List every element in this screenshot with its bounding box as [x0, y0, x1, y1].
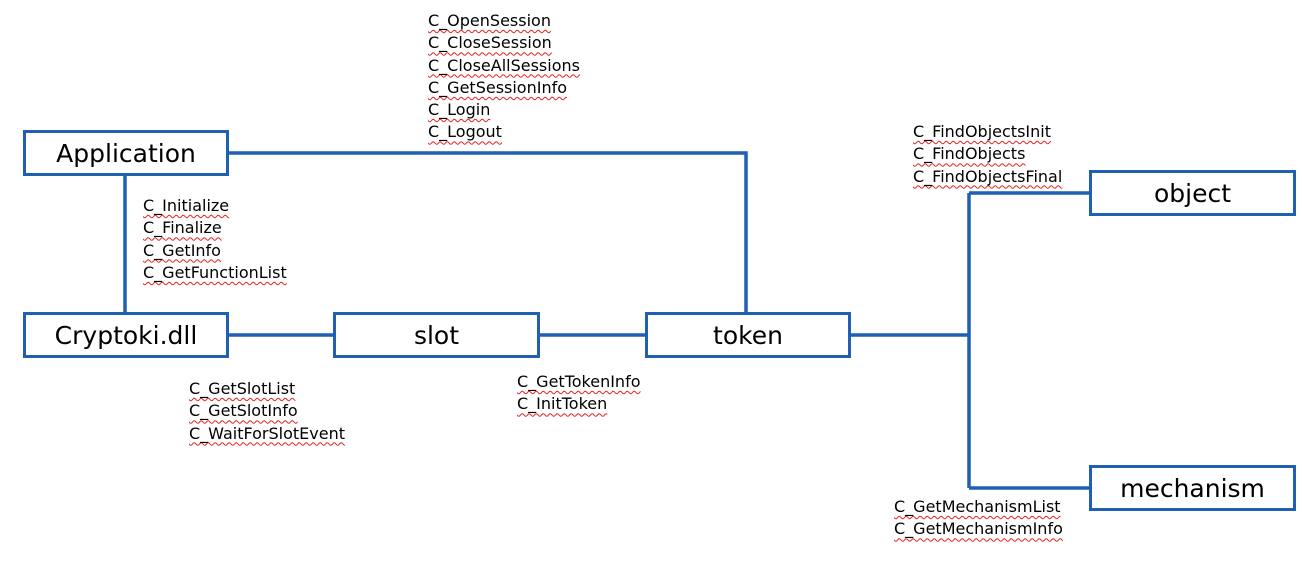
slot-node: slot [333, 312, 540, 358]
token-node: token [645, 312, 851, 358]
mechanism-node: mechanism [1089, 465, 1296, 511]
function-label: C_FindObjectsFinal [913, 166, 1063, 186]
slot-function-list: C_GetSlotList C_GetSlotInfo C_WaitForSlo… [189, 378, 345, 445]
object-node: object [1089, 170, 1296, 216]
function-label: C_GetSessionInfo [428, 77, 568, 97]
function-label: C_Finalize [143, 218, 222, 238]
function-label: C_OpenSession [428, 11, 551, 30]
function-label: C_CloseSession [428, 33, 552, 53]
function-label: C_GetTokenInfo [517, 372, 641, 391]
function-label: C_GetMechanismInfo [894, 519, 1063, 539]
mechanism-function-list: C_GetMechanismList C_GetMechanismInfo [894, 496, 1063, 541]
function-label: C_InitToken [517, 394, 608, 414]
function-label: C_CloseAllSessions [428, 55, 580, 75]
function-label: C_Initialize [143, 196, 230, 215]
function-label: C_GetInfo [143, 240, 221, 260]
function-label: C_GetFunctionList [143, 262, 287, 282]
application-node: Application [23, 130, 229, 176]
object-function-list: C_FindObjectsInit C_FindObjects C_FindOb… [913, 121, 1062, 188]
function-label: C_FindObjectsInit [913, 122, 1051, 141]
general-function-list: C_Initialize C_Finalize C_GetInfo C_GetF… [143, 195, 287, 284]
connector-application-token [228, 151, 748, 314]
function-label: C_GetSlotInfo [189, 401, 298, 421]
token-function-list: C_GetTokenInfo C_InitToken [517, 371, 641, 416]
cryptoki-node: Cryptoki.dll [23, 312, 229, 358]
function-label: C_WaitForSlotEvent [189, 423, 345, 443]
function-label: C_FindObjects [913, 144, 1026, 164]
session-function-list: C_OpenSession C_CloseSession C_CloseAllS… [428, 10, 580, 144]
function-label: C_Logout [428, 122, 502, 142]
function-label: C_Login [428, 100, 491, 120]
function-label: C_GetSlotList [189, 379, 296, 398]
function-label: C_GetMechanismList [894, 497, 1061, 516]
